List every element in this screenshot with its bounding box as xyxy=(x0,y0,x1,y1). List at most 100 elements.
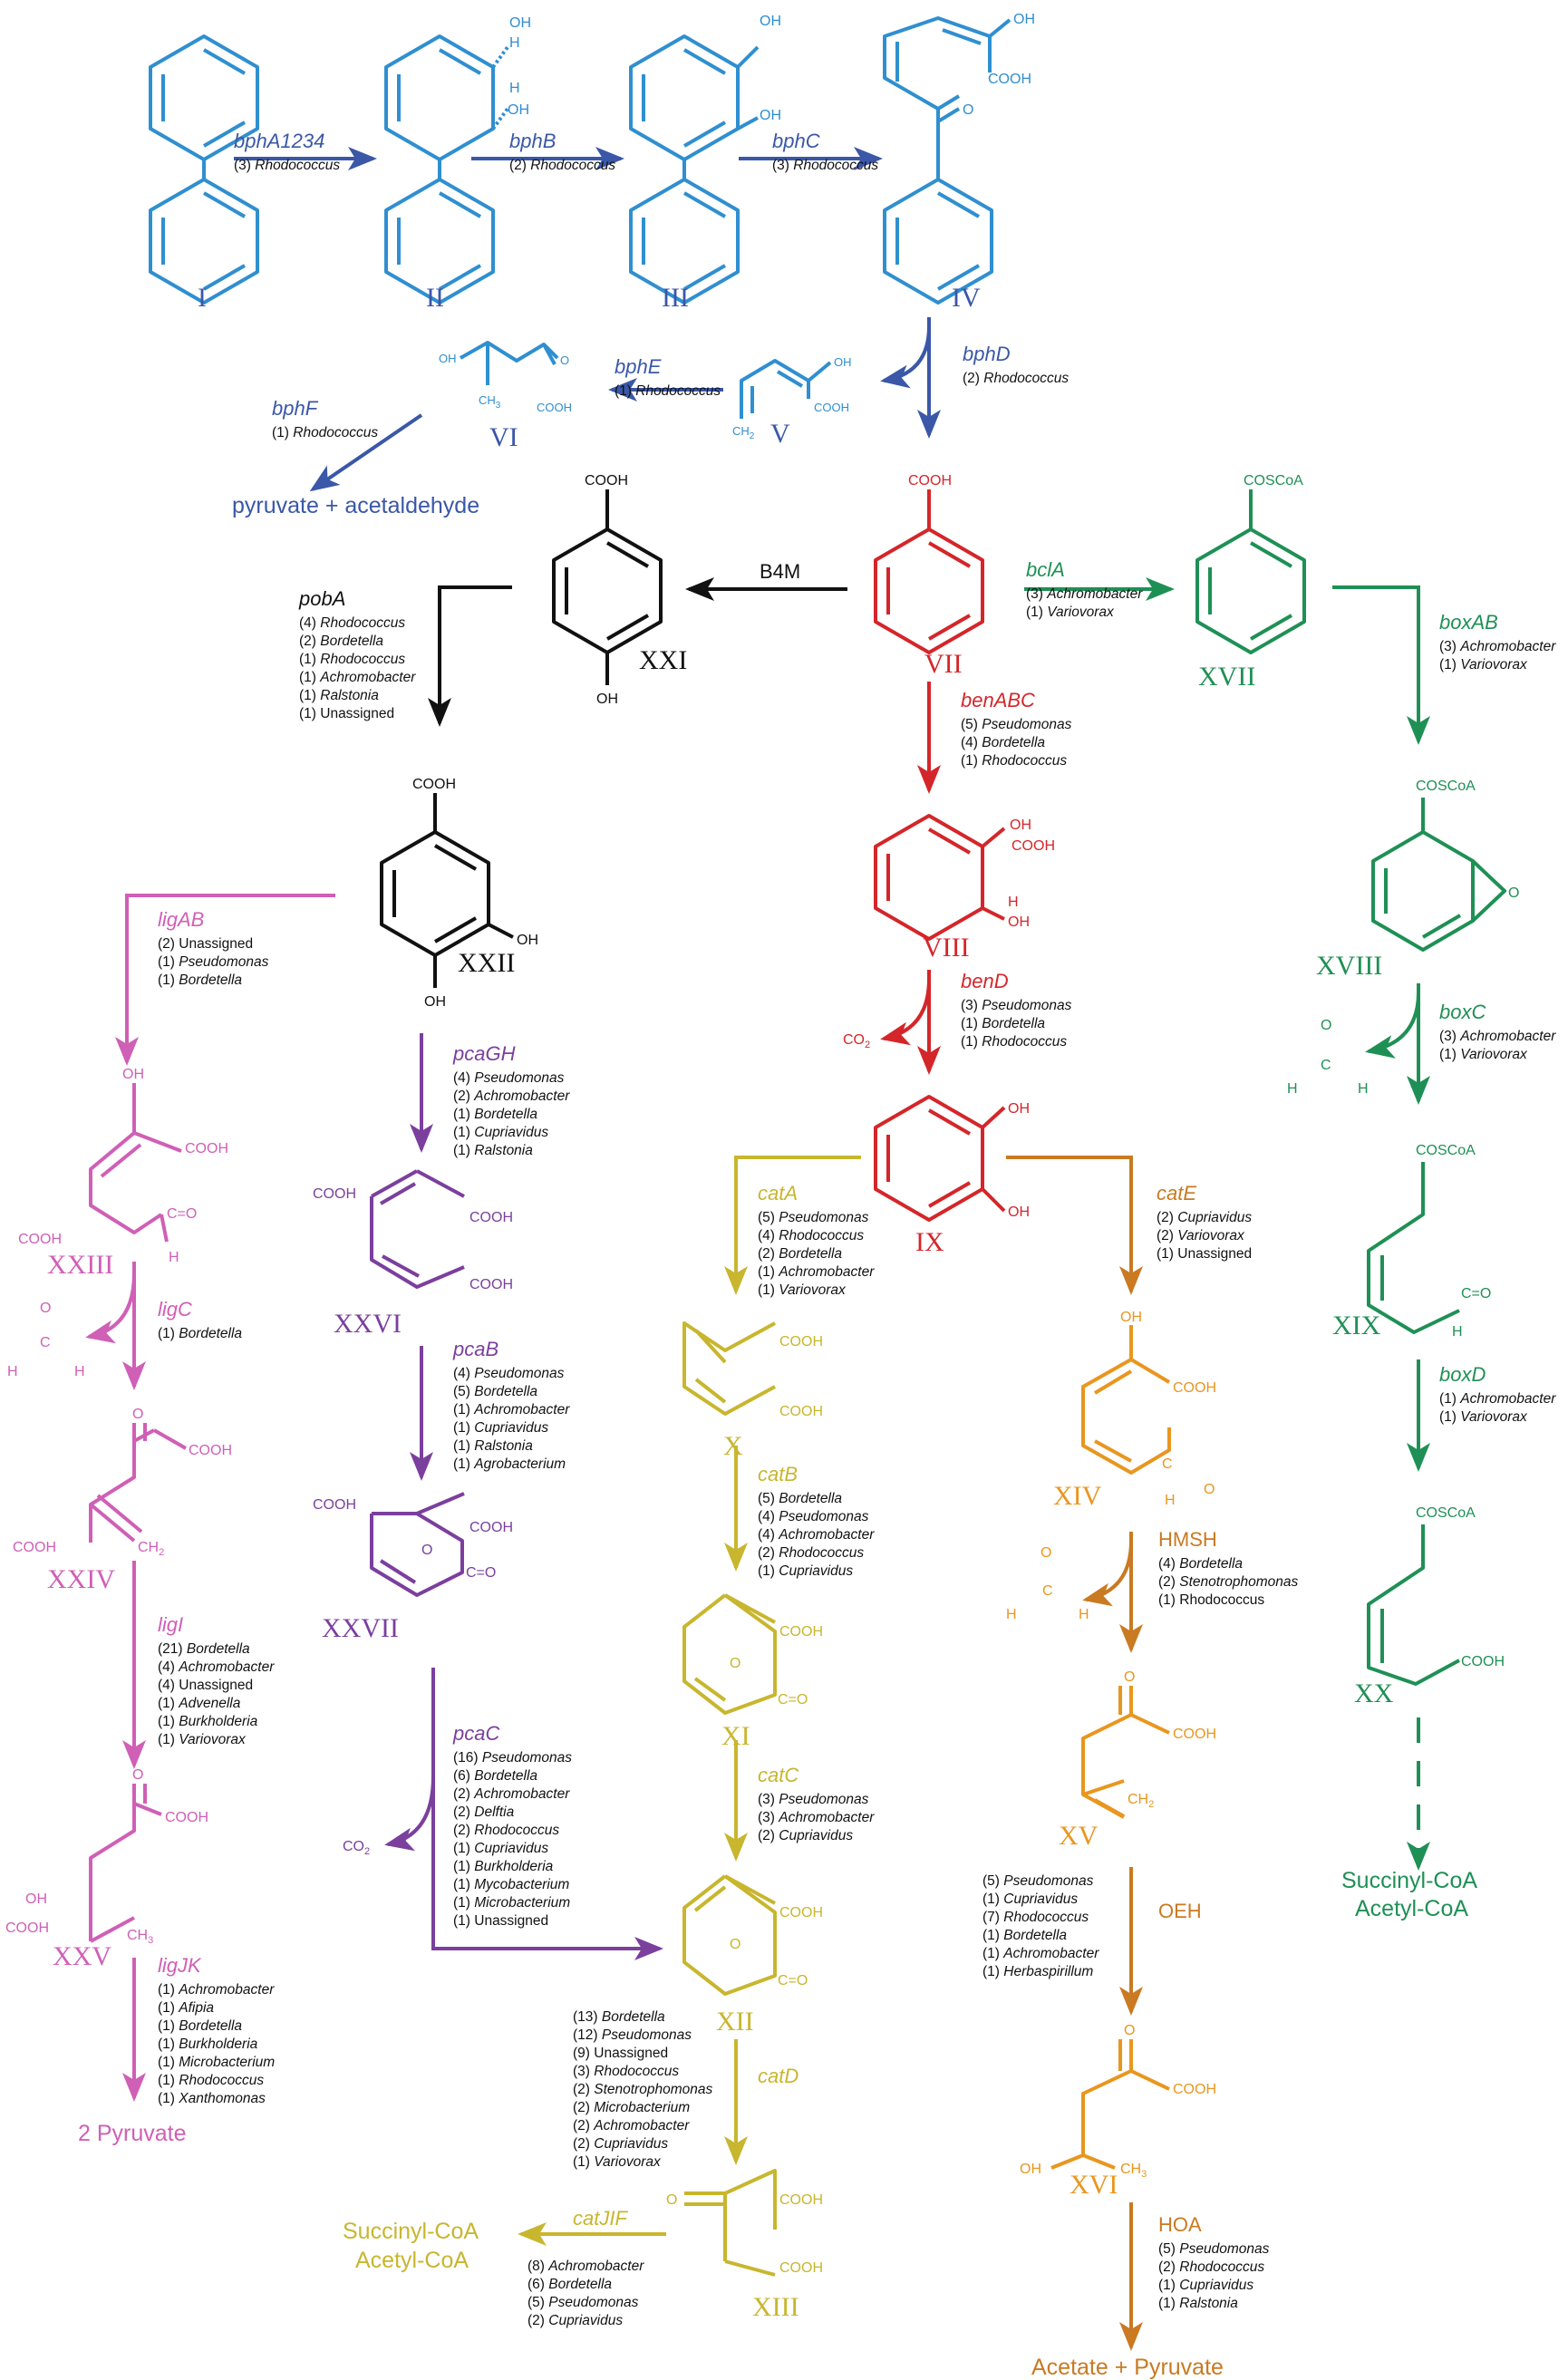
organism-entry: (2) Rhodococcus xyxy=(758,1545,864,1561)
product-two-pyruvate: 2 Pyruvate xyxy=(78,2121,187,2146)
organism-entry: (6) Bordetella xyxy=(528,2277,612,2292)
label-o: O xyxy=(730,1656,740,1671)
organism-entry: (2) Achromobacter xyxy=(453,1088,570,1104)
compound-label-VII: VII xyxy=(924,649,963,679)
gene-label-pobA: pobA xyxy=(298,587,345,610)
label-oh: OH xyxy=(509,15,531,31)
compound-XII-structure xyxy=(682,1874,777,1996)
organism-entry: (2) Achromobacter xyxy=(573,2118,690,2133)
reaction-b4m: B4M xyxy=(760,560,800,583)
organism-entry: (1) Cupriavidus xyxy=(982,1891,1078,1907)
gene-label-catC: catC xyxy=(758,1764,799,1786)
organism-entry: (1) Rhodococcus xyxy=(158,2073,264,2088)
label-o: O xyxy=(730,1937,740,1952)
arrow-ligC-side xyxy=(85,1272,136,1344)
organism-entry: (5) Pseudomonas xyxy=(758,1210,869,1225)
organism-entry: (2) Delftia xyxy=(453,1804,515,1820)
reaction-ligC: ligC(1) Bordetella xyxy=(158,1298,242,1341)
label-oh: OH xyxy=(25,1891,47,1907)
label-o: O xyxy=(132,1407,143,1422)
label-co2: CO2 xyxy=(343,1839,370,1857)
organism-entry: (1) Afipia xyxy=(158,2000,214,2016)
label-h: H xyxy=(1287,1081,1298,1097)
arrow-ligAB xyxy=(115,894,335,1066)
organism-entry: (1) Cupriavidus xyxy=(1158,2278,1253,2293)
label-h: H xyxy=(1008,895,1019,910)
compound-label-VIII: VIII xyxy=(923,933,970,963)
label-cooh: COOH xyxy=(313,1186,356,1202)
compound-VII-structure xyxy=(874,489,984,654)
organism-entry: (4) Rhodococcus xyxy=(758,1228,864,1243)
label-oh: OH xyxy=(760,108,781,123)
organism-entry: (1) Bordetella xyxy=(961,1016,1045,1031)
label-ceq: C xyxy=(40,1335,51,1350)
reaction-bphA: bphA1234(3) Rhodococcus xyxy=(234,130,340,173)
label-cooh: COOH xyxy=(1011,838,1055,854)
label-coscoa: COSCoA xyxy=(1244,473,1303,489)
organism-entry: (1) Variovorax xyxy=(1439,657,1528,672)
organism-entry: (2) Unassigned xyxy=(158,936,253,952)
gene-label-OEH: OEH xyxy=(1158,1900,1202,1922)
compound-label-V: V xyxy=(770,419,790,449)
reaction-HOA: HOA(5) Pseudomonas(2) Rhodococcus(1) Cup… xyxy=(1158,2213,1270,2311)
product-acetyl-coa: Acetyl-CoA xyxy=(1355,1896,1468,1921)
compound-label-XXIII: XXIII xyxy=(47,1250,113,1280)
label-oh: OH xyxy=(1120,1310,1142,1325)
organism-entry: (1) Achromobacter xyxy=(1439,1391,1556,1407)
compound-XXIV-structure xyxy=(89,1423,187,1543)
organism-entry: (2) Bordetella xyxy=(758,1246,842,1262)
organism-entry: (1) Achromobacter xyxy=(299,670,416,685)
reaction-ligJK: ligJK(1) Achromobacter(1) Afipia(1) Bord… xyxy=(158,1954,275,2106)
compound-label-IX: IX xyxy=(915,1227,944,1257)
organism-entry: (3) Achromobacter xyxy=(758,1810,875,1825)
label-o: O xyxy=(666,2192,677,2208)
compound-label-X: X xyxy=(723,1431,743,1461)
label-coscoa: COSCoA xyxy=(1416,779,1476,794)
label-cooh: COOH xyxy=(5,1920,49,1936)
organism-entry: (1) Unassigned xyxy=(299,706,394,721)
compound-label-XXVI: XXVI xyxy=(334,1309,402,1339)
organism-entry: (4) Bordetella xyxy=(1158,1556,1243,1572)
gene-label-catB: catB xyxy=(758,1463,798,1485)
reaction-bclA: bclA(3) Achromobacter(1) Variovorax xyxy=(1026,558,1143,620)
organism-entry: (7) Rhodococcus xyxy=(982,1910,1089,1925)
product-succinyl-coa: Succinyl-CoA xyxy=(1341,1868,1477,1893)
organism-entry: (4) Pseudomonas xyxy=(453,1070,565,1086)
organism-entry: (3) Pseudomonas xyxy=(961,998,1072,1013)
reaction-benD: benD(3) Pseudomonas(1) Bordetella(1) Rho… xyxy=(961,970,1072,1050)
organism-entry: (1) Rhodococcus xyxy=(1158,1592,1264,1608)
arrow-HMSH-side xyxy=(1082,1540,1133,1607)
label-o: O xyxy=(1204,1482,1215,1497)
gene-label-HMSH: HMSH xyxy=(1158,1528,1217,1551)
gene-label-boxC: boxC xyxy=(1439,1001,1486,1023)
organism-entry: (1) Cupriavidus xyxy=(453,1420,548,1436)
label-ceq: C xyxy=(1321,1058,1331,1073)
compound-XI-structure xyxy=(682,1593,777,1715)
label-h: H xyxy=(1079,1607,1089,1622)
label-oh: OH xyxy=(517,933,538,948)
compound-label-XII: XII xyxy=(716,2007,754,2037)
label-h: H xyxy=(74,1364,85,1379)
label-h: H xyxy=(1006,1607,1017,1622)
label-ceq: C xyxy=(1042,1583,1053,1599)
reaction-bphF: bphF(1) Rhodococcus xyxy=(272,397,378,440)
label-cooh: COOH xyxy=(779,1905,823,1920)
reaction-catJIF: catJIF(8) Achromobacter(6) Bordetella(5)… xyxy=(528,2207,644,2328)
gene-label-benD: benD xyxy=(961,970,1009,992)
reaction-pcaC: pcaC(16) Pseudomonas(6) Bordetella(2) Ac… xyxy=(452,1722,572,1929)
compound-XVI-structure xyxy=(1050,2039,1170,2170)
product-succinyl-coa: Succinyl-CoA xyxy=(343,2219,479,2244)
label-o: O xyxy=(132,1767,143,1783)
organism-entry: (1) Unassigned xyxy=(453,1913,548,1929)
label-cooh: COOH xyxy=(908,473,952,489)
compound-XXIII-structure xyxy=(89,1083,182,1243)
label-coeq: C=O xyxy=(167,1206,197,1222)
label-cooh: COOH xyxy=(412,777,456,792)
gene-label-ligC: ligC xyxy=(158,1298,192,1321)
organism-entry: (1) Mycobacterium xyxy=(453,1877,569,1892)
organism-entry: (4) Bordetella xyxy=(961,735,1045,750)
gene-label-ligJK: ligJK xyxy=(158,1954,202,1977)
reaction-pcaB: pcaB(4) Pseudomonas(5) Bordetella(1) Ach… xyxy=(452,1338,570,1472)
organism-entry: (1) Pseudomonas xyxy=(158,954,269,970)
